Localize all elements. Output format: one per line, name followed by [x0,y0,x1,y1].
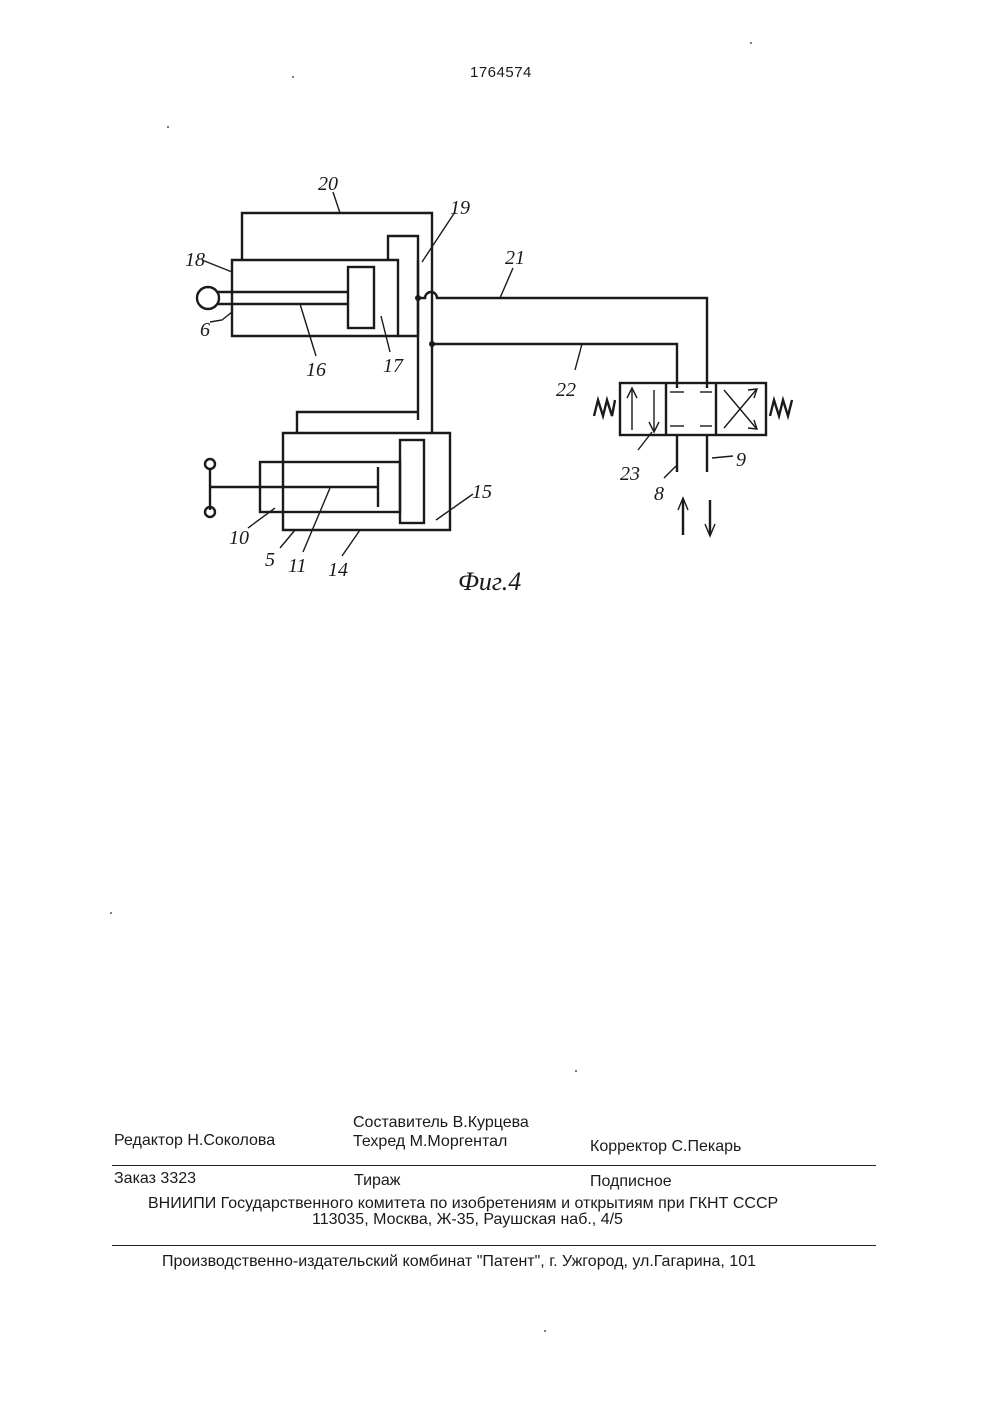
techred-line: Техред М.Моргентал [353,1133,507,1151]
label-15: 15 [472,481,492,503]
line-21 [418,292,707,388]
directional-valve [594,383,792,435]
figure-caption: Фиг.4 [458,567,521,596]
label-18: 18 [185,249,205,271]
subscription-label: Подписное [590,1173,672,1191]
label-6: 6 [200,319,210,341]
label-8: 8 [654,483,664,505]
label-10: 10 [229,527,249,549]
label-22: 22 [556,379,576,401]
line-20 [242,213,432,420]
divider-bottom [112,1245,876,1246]
lower-cylinder [205,412,450,530]
label-14: 14 [328,559,348,581]
divider-top [112,1165,876,1166]
editor-line: Редактор Н.Соколова [114,1132,275,1150]
upper-cylinder [197,236,418,336]
label-17: 17 [383,355,404,377]
label-20: 20 [318,173,338,195]
circulation-label: Тираж [354,1172,401,1190]
label-21: 21 [505,247,525,269]
address-line: 113035, Москва, Ж-35, Раушская наб., 4/5 [312,1211,623,1229]
label-11: 11 [288,555,307,577]
label-16: 16 [306,359,326,381]
order-number: Заказ 3323 [114,1170,196,1188]
label-23: 23 [620,463,640,485]
hydraulic-scheme-figure: 20 19 18 6 16 17 21 22 23 8 9 10 5 11 14… [0,0,1000,640]
label-5: 5 [265,549,275,571]
line-22 [432,344,677,388]
composer-line: Составитель В.Курцева [353,1114,529,1132]
corrector-line: Корректор С.Пекарь [590,1138,741,1156]
label-9: 9 [736,449,746,471]
label-19: 19 [450,197,470,219]
publisher-line: Производственно-издательский комбинат "П… [162,1253,756,1271]
